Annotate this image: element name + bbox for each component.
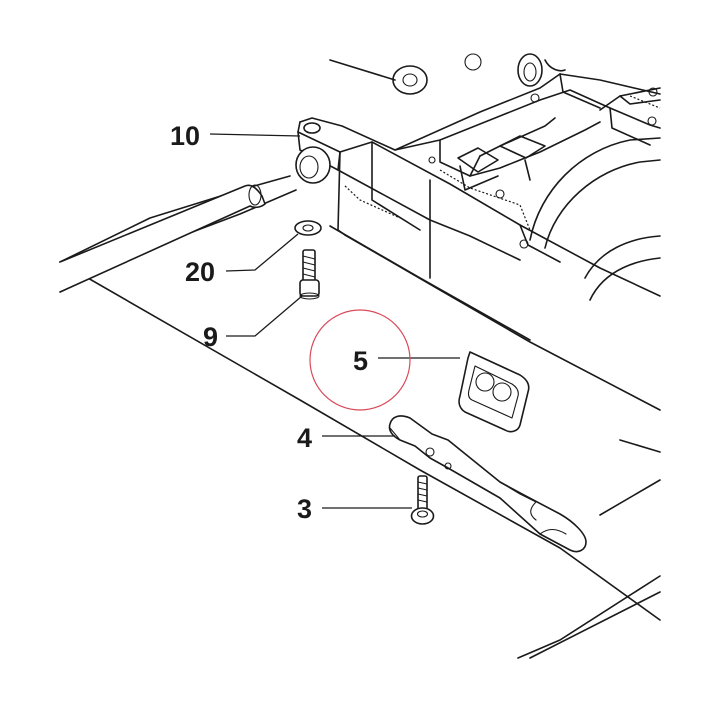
callout-10[interactable]: 10 <box>170 121 200 151</box>
callout-3[interactable]: 3 <box>297 494 312 524</box>
callout-9[interactable]: 9 <box>203 322 218 352</box>
screw-part-3 <box>410 475 435 525</box>
leader-20 <box>225 233 299 272</box>
callout-labels: 10 20 9 5 4 3 <box>170 121 368 524</box>
cap-screw-part-9 <box>299 249 320 300</box>
top-bushings <box>329 53 566 95</box>
callout-5[interactable]: 5 <box>353 346 368 376</box>
bracket-part-4 <box>388 415 587 553</box>
callout-20[interactable]: 20 <box>185 257 215 287</box>
leader-10 <box>209 133 301 137</box>
leader-lines <box>209 133 460 509</box>
pivot-axle-part-10 <box>59 122 331 293</box>
callout-5-highlight-ring[interactable] <box>309 309 411 411</box>
washer-part-20 <box>294 220 322 236</box>
callout-4[interactable]: 4 <box>297 423 312 453</box>
plug-part-5 <box>458 351 530 433</box>
leader-9 <box>226 295 303 337</box>
cross-member <box>344 53 661 301</box>
